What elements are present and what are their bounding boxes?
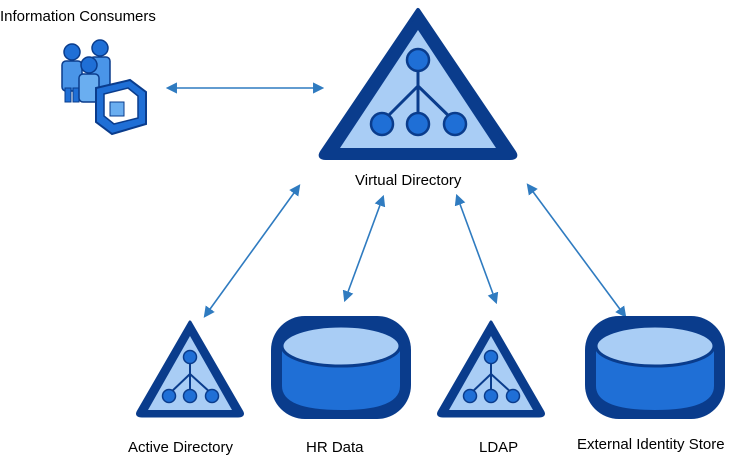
arrow-virtual-external-store xyxy=(526,183,627,318)
information-consumers-label: Information Consumers xyxy=(0,8,156,25)
arrow-virtual-active-directory xyxy=(203,184,301,318)
virtual-directory-icon xyxy=(318,8,518,160)
hr-data-label: HR Data xyxy=(306,439,364,456)
active-directory-label: Active Directory xyxy=(128,439,234,456)
arrow-virtual-ldap xyxy=(454,193,499,305)
arrow-virtual-hr-data xyxy=(342,194,386,303)
external-identity-store-database-icon xyxy=(585,316,725,419)
hr-data-database-icon xyxy=(271,316,411,419)
external-identity-store-label: External Identity Store xyxy=(577,436,725,453)
ldap-label: LDAP xyxy=(479,439,519,456)
ldap-directory-icon xyxy=(437,320,545,418)
virtual-directory-label: Virtual Directory xyxy=(355,172,462,189)
users-with-computer-icon xyxy=(61,39,147,136)
active-directory-icon xyxy=(136,320,244,418)
